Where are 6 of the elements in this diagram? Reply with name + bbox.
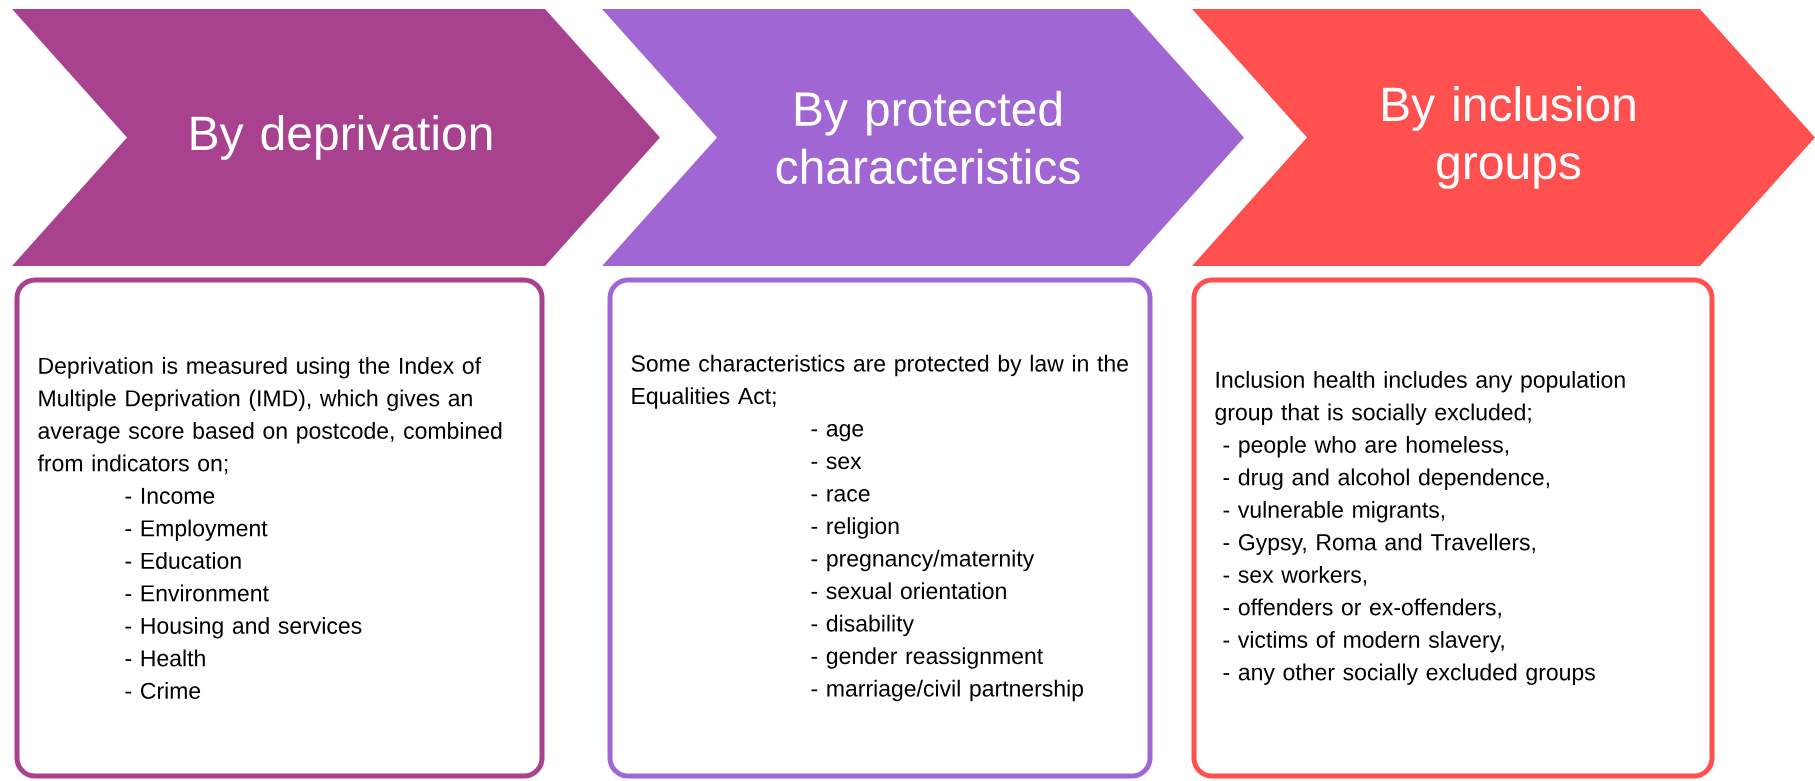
chevron-banner: By inclusion groups	[1192, 9, 1815, 266]
text-box: Some characteristics are protected by law in the Equalities Act; - age - sex - race - religion - pregnancy/maternity - sexual orientation - disability - gender reassignment - marriage/civil partnership	[607, 277, 1153, 779]
chevron-banner: By deprivation	[12, 9, 660, 266]
text-box: Deprivation is measured using the Index of Multiple Deprivation (IMD), which gives an average score based on postcode, combined from indicators on; - Income - Employment - Education - Environment - Housing and services - Health - Crime	[14, 277, 545, 779]
chevron-banner: By protected characteristics	[602, 9, 1244, 266]
text-box: Inclusion health includes any population group that is socially excluded; - people who are homeless, - drug and alcohol dependence, - vulnerable migrants, - Gypsy, Roma and Travellers, - sex workers, - offenders or ex-offenders, - victims of modern slavery, - any other socially excluded groups	[1191, 277, 1715, 779]
